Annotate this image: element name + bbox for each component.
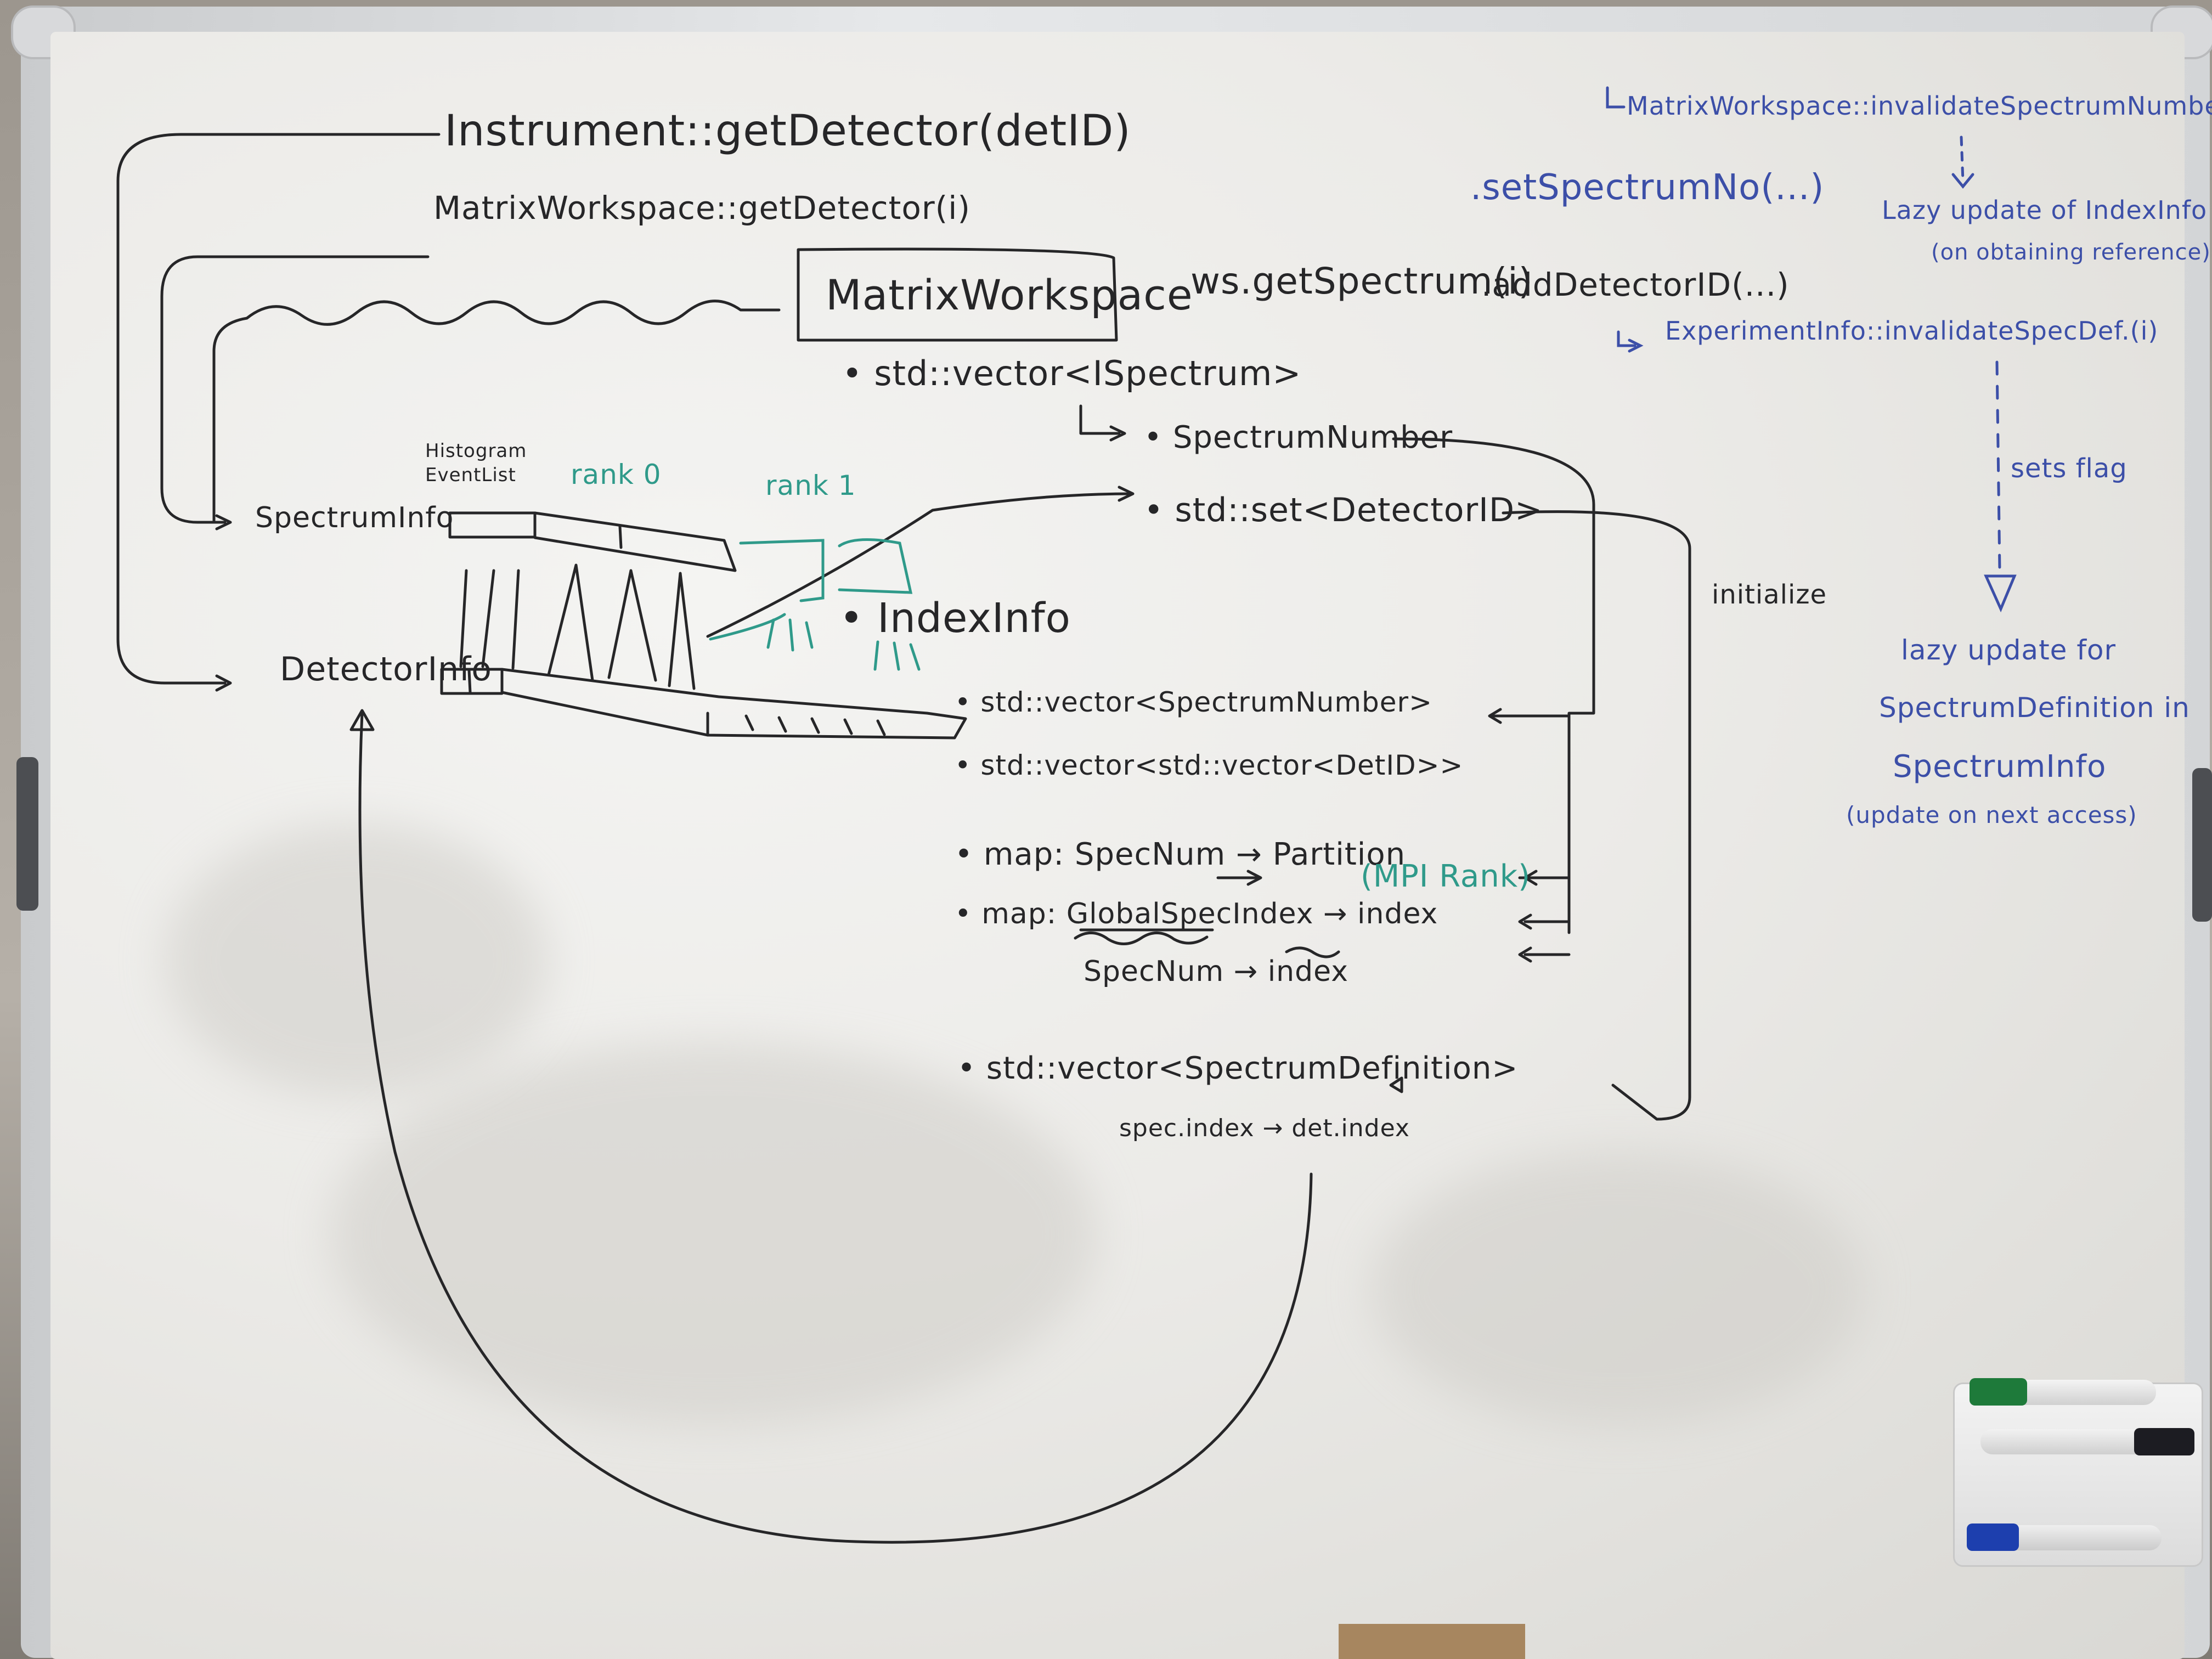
- label-spectrum-definition-in: SpectrumDefinition in: [1879, 692, 2190, 724]
- label-on-obtaining-reference: (on obtaining reference): [1931, 240, 2211, 265]
- label-sets-flag: sets flag: [2011, 453, 2128, 484]
- label-initialize: initialize: [1712, 579, 1827, 610]
- label-matrixworkspace-box: MatrixWorkspace: [826, 270, 1193, 319]
- arrow-instrument-to-detectorinfo: [116, 133, 441, 685]
- marker-black-cap: [2134, 1428, 2194, 1455]
- marker-blue-cap: [1967, 1523, 2019, 1551]
- spectruminfo-bar-highlight: [448, 511, 537, 539]
- label-map-global-spec-index: • map: GlobalSpecIndex → index: [955, 898, 1438, 930]
- label-vector-spectrum-number: • std::vector<SpectrumNumber>: [955, 686, 1432, 718]
- label-map-specnum-partition: • map: SpecNum → Partition: [955, 837, 1406, 872]
- label-spectrum-info: SpectrumInfo: [255, 501, 454, 534]
- label-ws-get-spectrum: ws.getSpectrum(i): [1190, 260, 1533, 302]
- label-experimentinfo-invalidate: ExperimentInfo::invalidateSpecDef.(i): [1665, 316, 2159, 346]
- label-spectruminfo-blue: SpectrumInfo: [1893, 749, 2107, 785]
- erased-smudge: [329, 1042, 1097, 1426]
- label-add-detector-id: .addDetectorID(...): [1481, 266, 1790, 303]
- label-rank1: rank 1: [765, 470, 856, 501]
- detectorinfo-bar-highlight: [440, 668, 504, 695]
- arrow-specdef-to-detectorinfo: [358, 712, 1313, 1544]
- label-histogram-eventlist: Histogram EventList: [425, 440, 527, 487]
- label-set-detector-id: • std::set<DetectorID>: [1144, 491, 1543, 529]
- erased-smudge: [165, 823, 549, 1097]
- marker-black: [1980, 1429, 2162, 1454]
- label-rank0: rank 0: [571, 459, 662, 490]
- wavy-line: [212, 300, 781, 524]
- marker-green-cap: [1970, 1378, 2027, 1406]
- rank0-bracket: [739, 539, 825, 602]
- label-lazy-update-for: lazy update for: [1901, 634, 2117, 666]
- label-vector-spectrum-definition: • std::vector<SpectrumDefinition>: [957, 1051, 1519, 1086]
- label-set-spectrum-no: .setSpectrumNo(...): [1470, 167, 1825, 208]
- arrow-getdetector-to-spectruminfo: [160, 255, 430, 524]
- label-vector-vector-detid: • std::vector<std::vector<DetID>>: [955, 749, 1464, 781]
- label-spectrum-number: • SpectrumNumber: [1144, 420, 1453, 455]
- erased-smudge: [1372, 1152, 1865, 1426]
- matrixworkspace-box-outline: [797, 247, 1118, 342]
- label-specnum-index: SpecNum → index: [1084, 955, 1348, 988]
- label-vector-ispectrum: • std::vector<ISpectrum>: [842, 353, 1302, 393]
- label-lazy-update-indexinfo: Lazy update of IndexInfo: [1882, 195, 2208, 225]
- label-index-info: • IndexInfo: [839, 595, 1071, 642]
- label-invalidate-spectrum-numbers: MatrixWorkspace::invalidateSpectrumNumbe…: [1627, 91, 2212, 121]
- label-matrixworkspace-get-detector: MatrixWorkspace::getDetector(i): [433, 189, 971, 227]
- label-instrument-get-detector: Instrument::getDetector(detID): [444, 106, 1131, 156]
- frame-clip-right: [2192, 768, 2212, 922]
- label-spec-index-det-index: spec.index → det.index: [1119, 1114, 1410, 1142]
- label-update-on-next-access: (update on next access): [1846, 802, 2137, 828]
- cardboard-box: [1339, 1624, 1525, 1659]
- label-mpi-rank: (MPI Rank): [1361, 859, 1531, 894]
- label-detector-info: DetectorInfo: [280, 650, 492, 689]
- frame-clip-left: [16, 757, 38, 911]
